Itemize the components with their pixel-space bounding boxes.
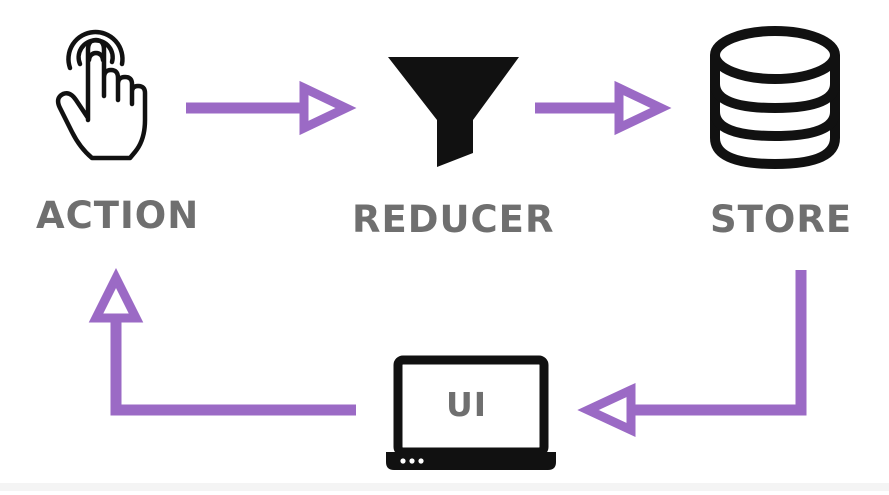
touch-ring-inner <box>86 50 106 63</box>
bottom-band <box>0 483 889 491</box>
node-label-ui: UI <box>446 385 488 424</box>
arrow-reducer-to-store <box>535 80 672 136</box>
arrow-action-to-reducer <box>186 80 357 136</box>
pointing-hand-icon <box>55 29 148 161</box>
arrow-shaft <box>634 270 807 416</box>
database-icon <box>710 26 840 169</box>
database-top <box>710 26 840 84</box>
arrow-store-to-ui <box>577 270 807 438</box>
touch-ring-outer <box>66 29 125 71</box>
laptop-dot-2 <box>409 458 415 464</box>
node-label-action: ACTION <box>36 194 200 237</box>
node-label-store: STORE <box>710 198 853 241</box>
laptop-dot-1 <box>400 458 406 464</box>
database-body <box>710 55 840 169</box>
funnel-icon <box>388 57 519 167</box>
hand-outline <box>55 37 148 161</box>
arrow-ui-to-action <box>88 267 356 416</box>
laptop-base <box>386 452 556 470</box>
arrow-head <box>88 267 144 323</box>
database-ring-1 <box>710 83 840 113</box>
funnel-shape <box>388 57 519 167</box>
node-label-reducer: REDUCER <box>352 198 555 241</box>
laptop-icon <box>386 355 556 470</box>
arrow-head <box>299 80 357 136</box>
arrow-shaft <box>110 318 356 416</box>
laptop-dot-3 <box>418 458 424 464</box>
arrow-head <box>577 382 636 438</box>
arrow-head <box>614 80 672 136</box>
database-ring-2 <box>710 111 840 141</box>
